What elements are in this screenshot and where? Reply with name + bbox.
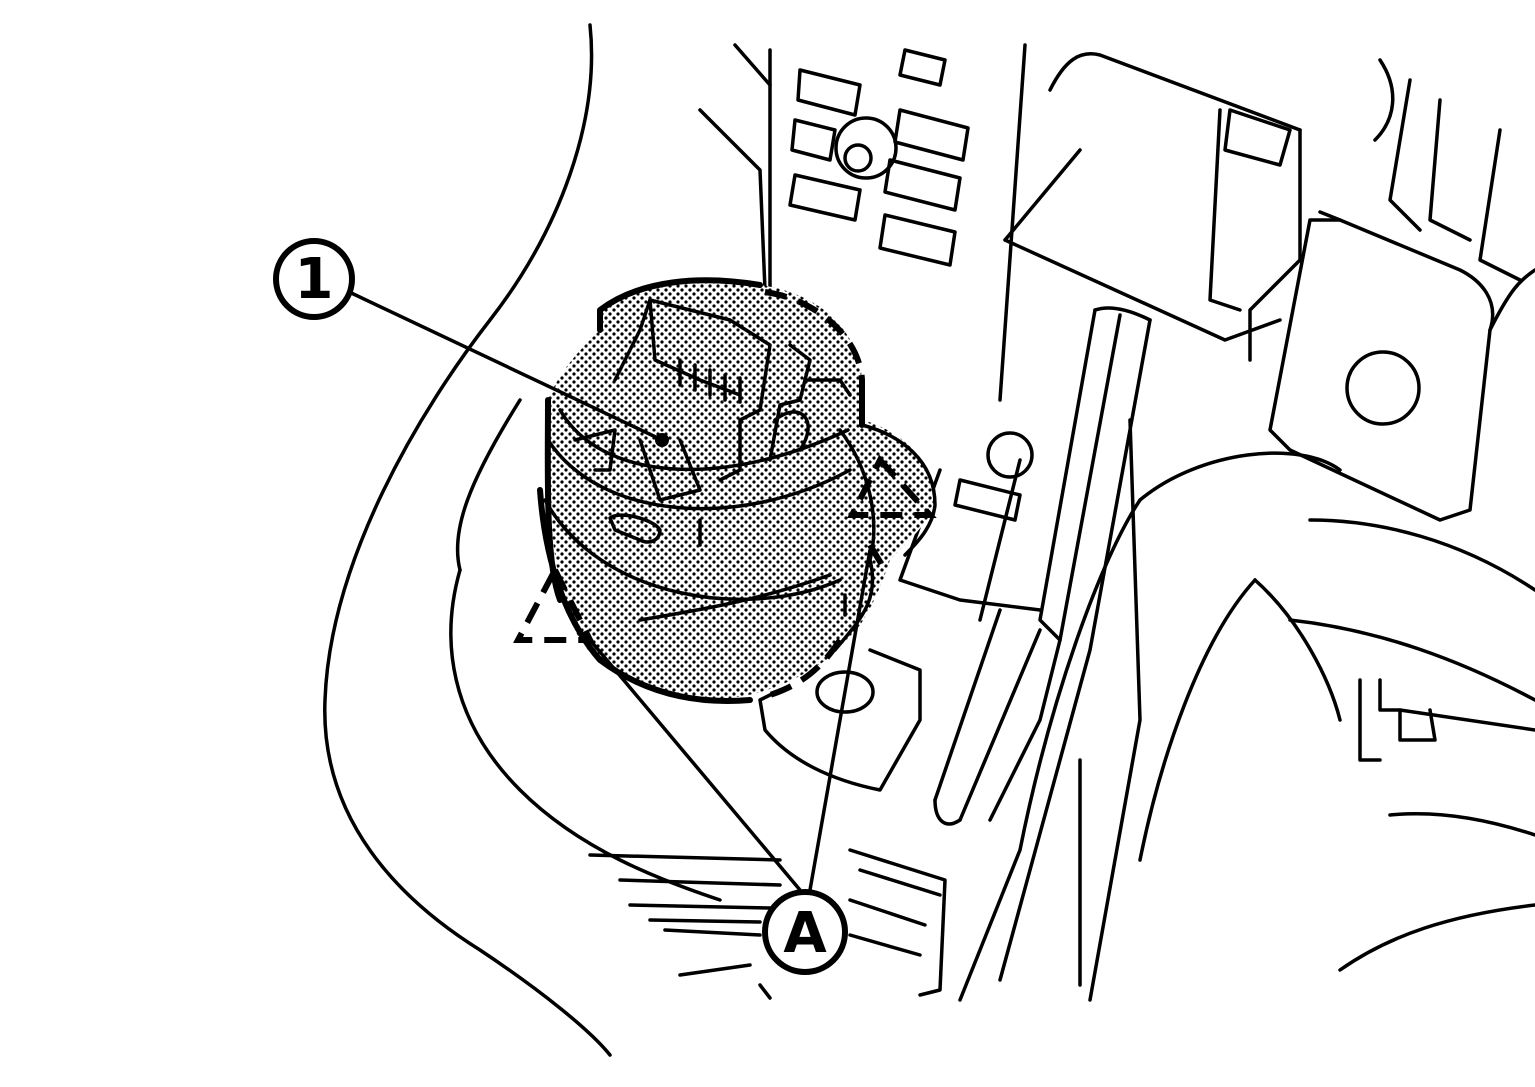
ignition-switch [513,277,937,704]
switch-base-plate [758,648,922,792]
vent-grille [698,43,970,292]
mounting-bracket [998,43,1535,522]
callout-locator-a-label: A [783,901,827,966]
floor-lines [588,848,947,1000]
leader-lines [343,288,872,892]
callout-part-1: 1 [273,238,355,320]
steering-column [898,306,1152,1002]
mounting-nut [834,116,898,180]
callout-part-1-label: 1 [295,247,334,312]
lower-trim [958,451,1535,1002]
console-outline [323,23,722,1057]
callout-locator-a: A [762,889,848,975]
